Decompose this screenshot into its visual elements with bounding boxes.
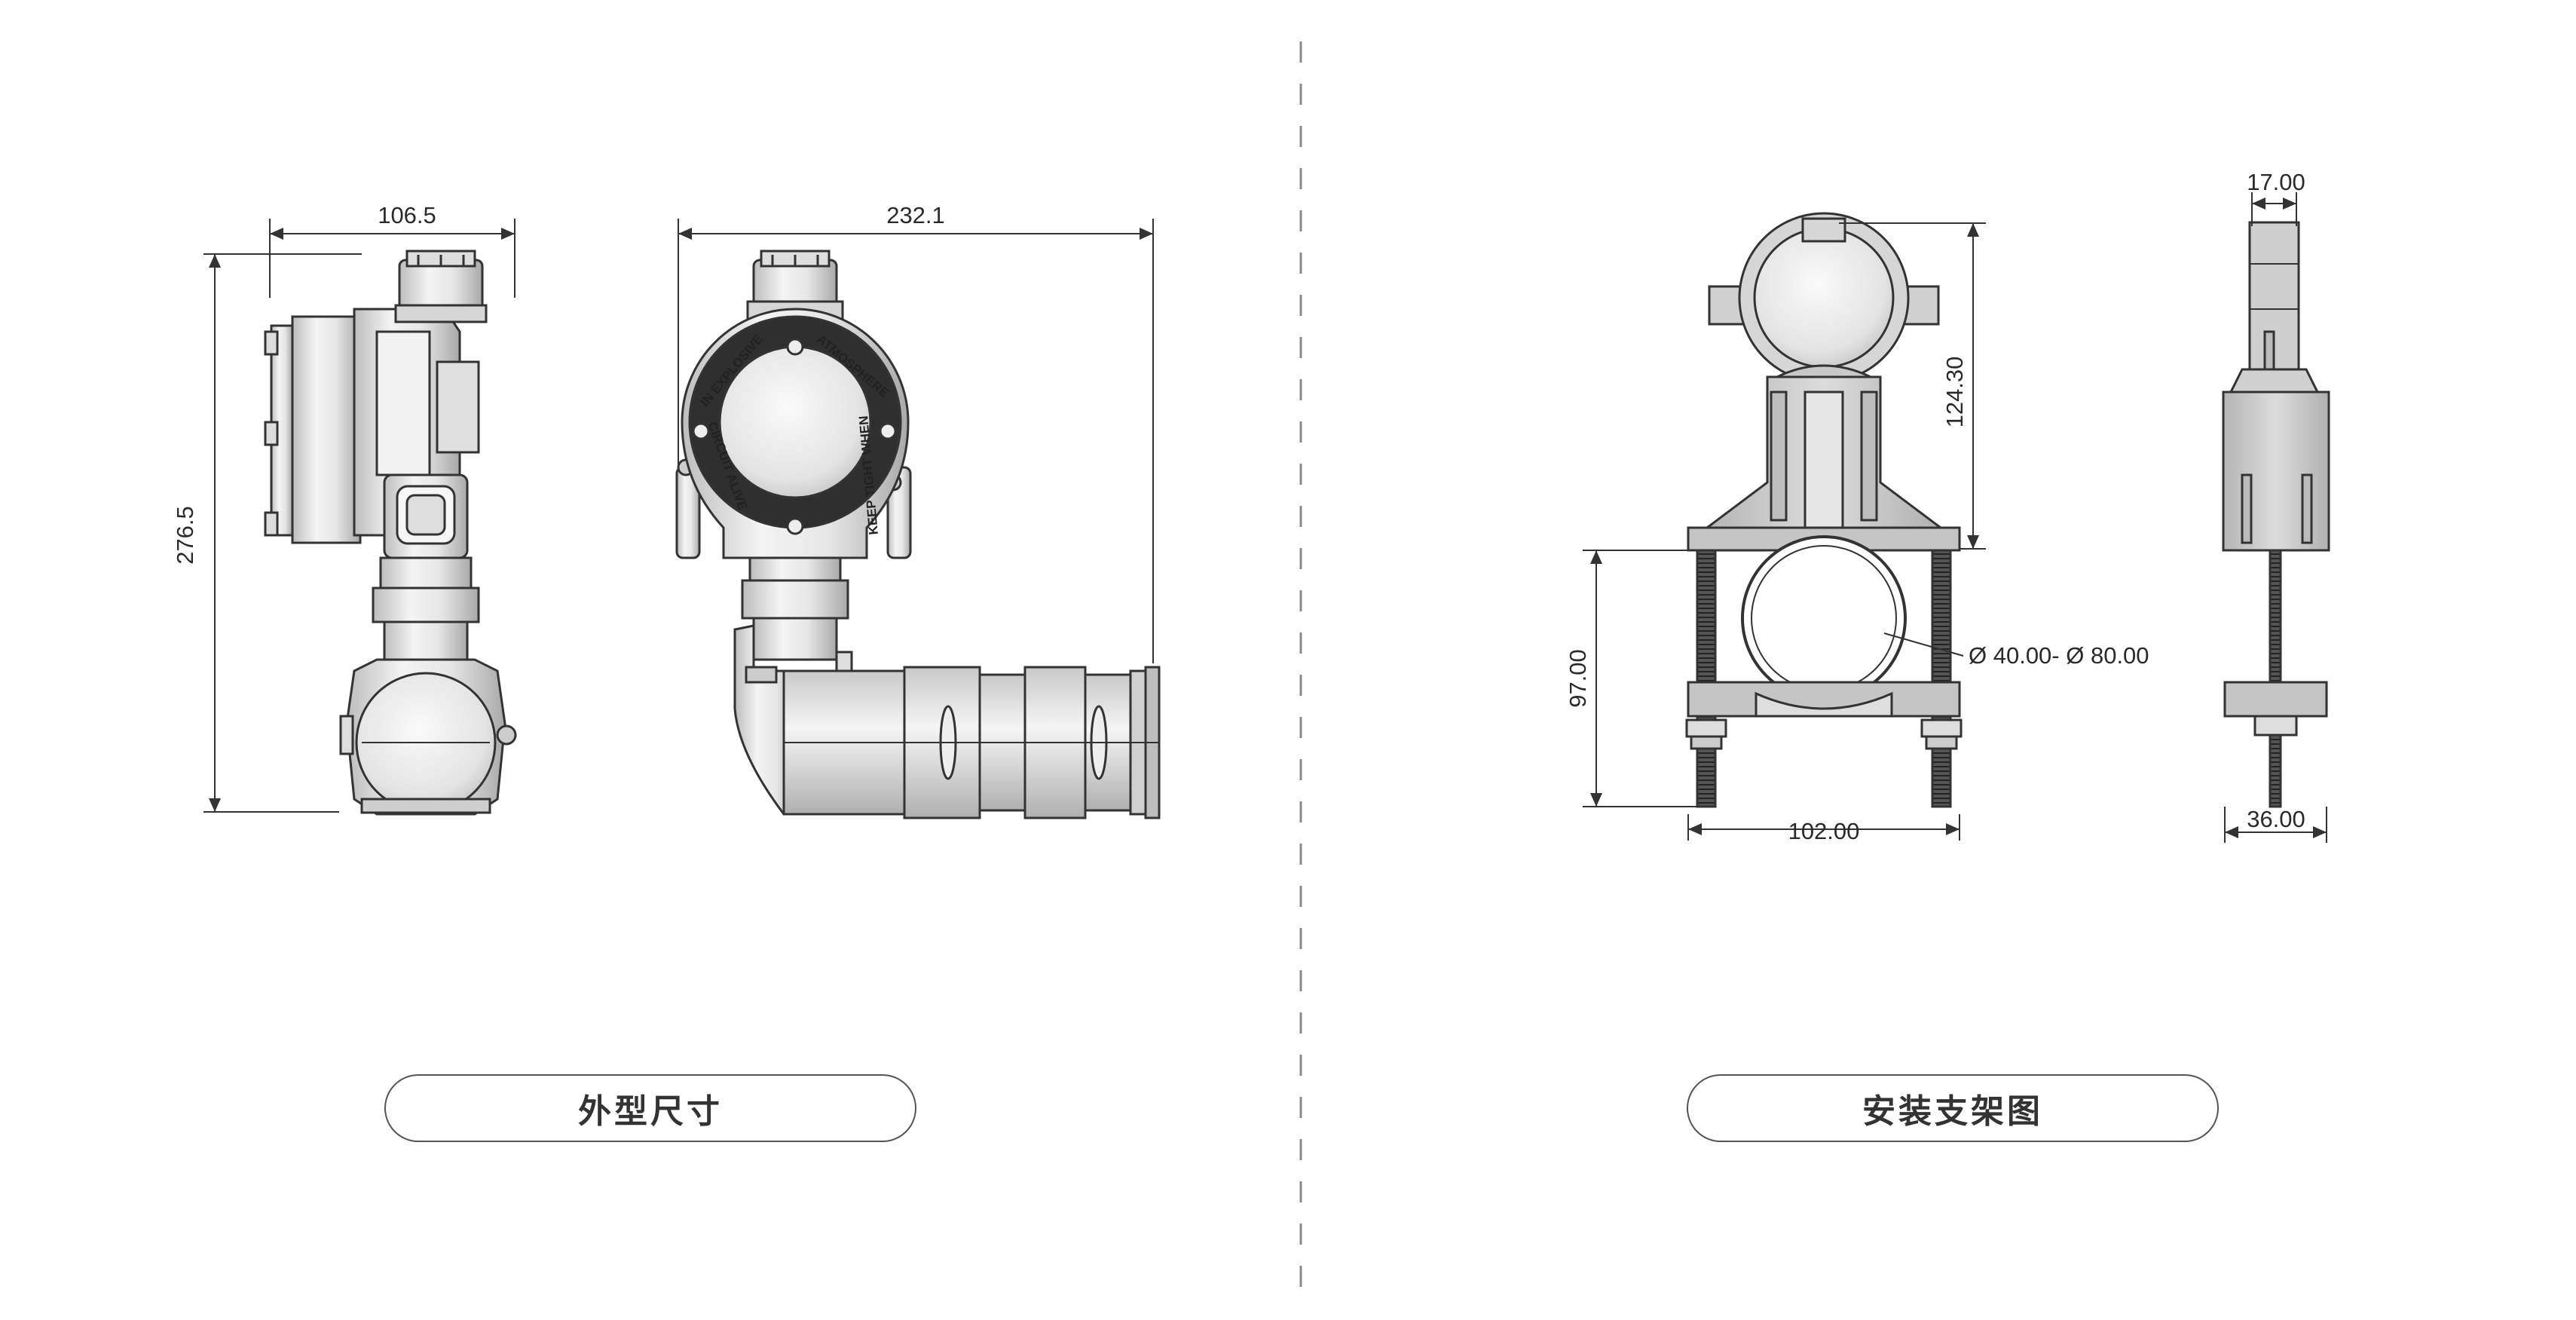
dim-upper-height: 124.30 xyxy=(1941,357,1968,428)
dim-base-width: 102.00 xyxy=(1788,818,1860,844)
caption-dimensions-text: 外型尺寸 xyxy=(578,1092,723,1131)
bracket-side-view xyxy=(2222,221,2330,808)
side-view-detector xyxy=(264,250,517,816)
dim-height: 276.5 xyxy=(172,506,198,565)
front-view-detector xyxy=(675,250,1161,819)
dim-side-width: 106.5 xyxy=(378,202,436,228)
dim-front-width: 232.1 xyxy=(886,202,945,228)
dim-side-base-width: 36.00 xyxy=(2247,806,2305,832)
dim-lower-height: 97.00 xyxy=(1565,649,1591,708)
dim-pipe-range: Ø 40.00- Ø 80.00 xyxy=(1969,642,2149,669)
front-view-dimensions xyxy=(678,219,1154,663)
bracket-front-dimensions xyxy=(1583,222,1986,841)
caption-mounting-bracket: 安装支架图 xyxy=(1687,1074,2219,1142)
bracket-side-dimensions xyxy=(2224,192,2327,843)
caption-dimensions: 外型尺寸 xyxy=(384,1074,916,1142)
dim-top-width: 17.00 xyxy=(2247,169,2305,195)
bracket-front-view xyxy=(1685,212,1963,808)
caption-mounting-bracket-text: 安装支架图 xyxy=(1862,1092,2043,1131)
side-view-dimensions xyxy=(203,219,516,813)
